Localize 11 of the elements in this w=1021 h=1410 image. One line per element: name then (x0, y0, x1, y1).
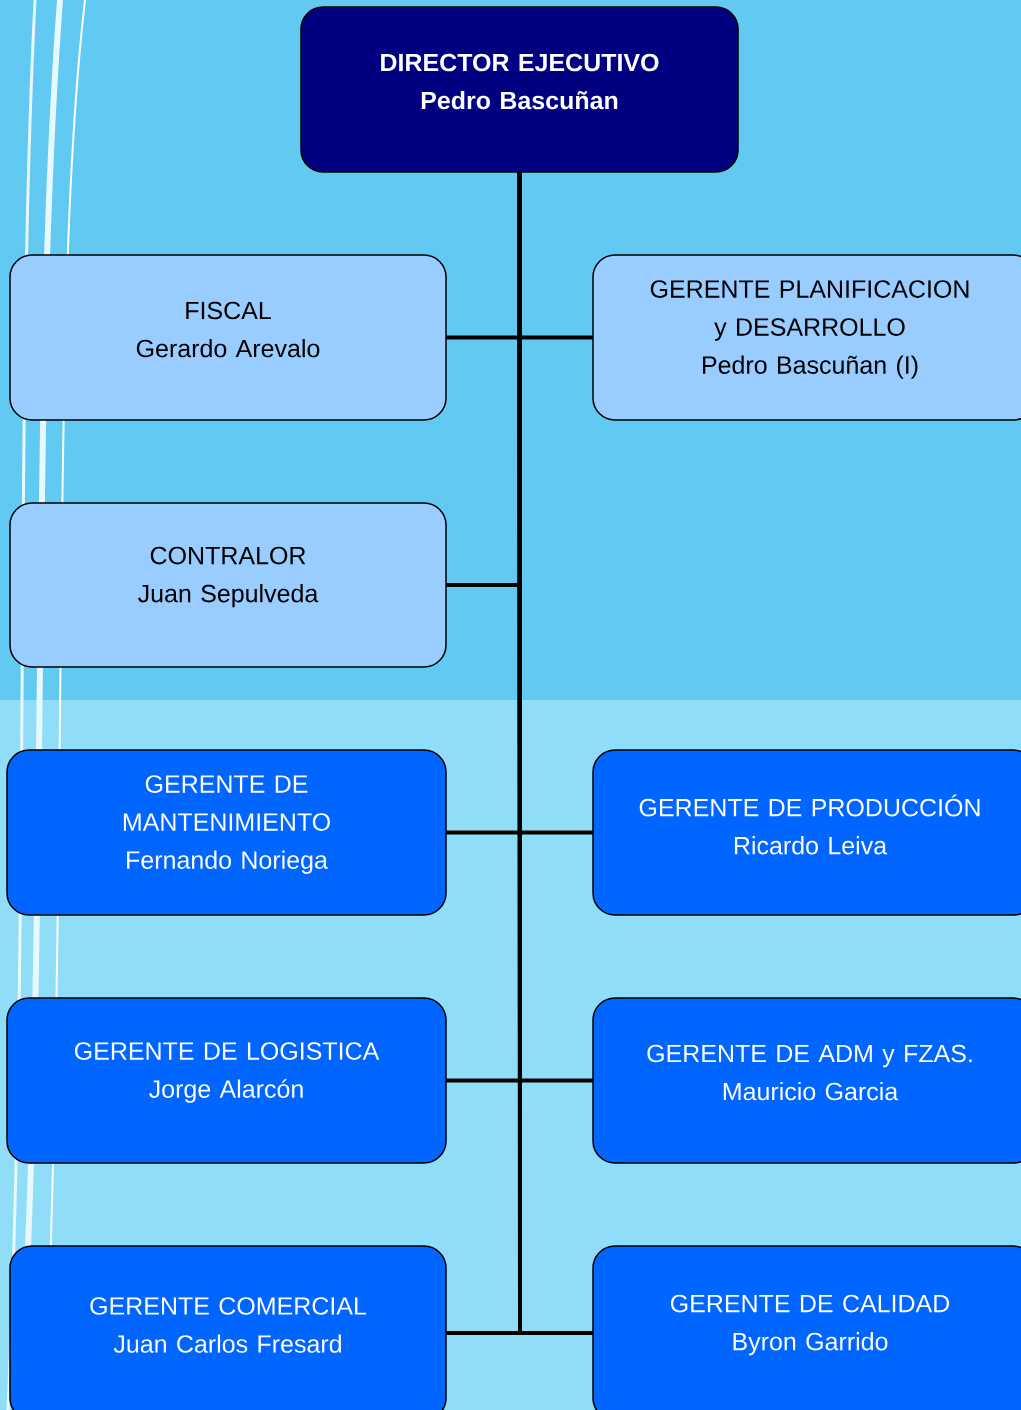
position-box: GERENTE DE PRODUCCIÓN Ricardo Leiva (592, 749, 1021, 916)
connector-line (517, 172, 593, 1335)
position-box: GERENTE DE MANTENIMIENTO Fernando Noriega (6, 749, 447, 916)
position-box: GERENTE DE CALIDAD Byron Garrido (592, 1245, 1021, 1410)
position-box: GERENTE DE LOGISTICA Jorge Alarcón (6, 997, 447, 1164)
position-box: CONTRALOR Juan Sepulveda (9, 502, 447, 668)
director-box: DIRECTOR EJECUTIVO Pedro Bascuñan (300, 6, 739, 173)
position-box: FISCAL Gerardo Arevalo (9, 254, 447, 421)
position-box: GERENTE COMERCIAL Juan Carlos Fresard (9, 1245, 447, 1410)
position-box: GERENTE DE ADM y FZAS. Mauricio Garcia (592, 997, 1021, 1164)
position-box: GERENTE PLANIFICACION y DESARROLLO Pedro Bascuñan (I) (592, 254, 1021, 421)
